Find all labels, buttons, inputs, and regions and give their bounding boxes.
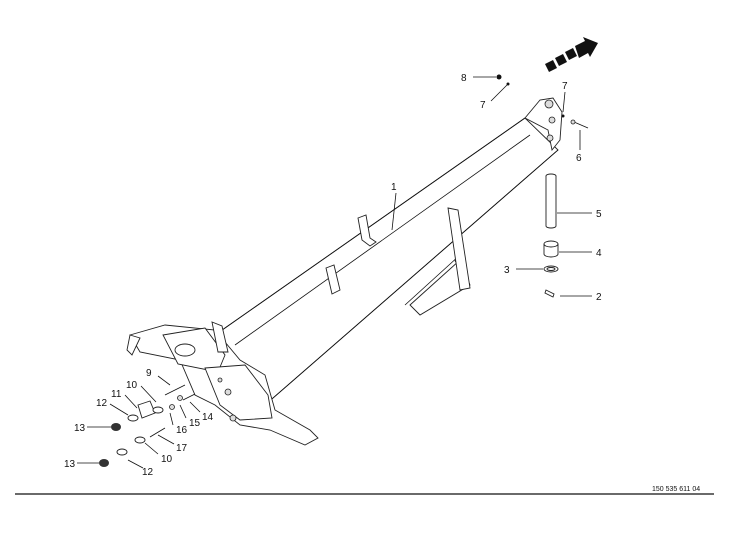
- hardware-lower-left: [99, 384, 196, 467]
- pin-part-2: [544, 289, 555, 298]
- callout-10-upper: 10: [126, 380, 138, 391]
- pin-part-5: [545, 173, 557, 229]
- callout-11: 11: [111, 389, 122, 400]
- washer-part-3: [543, 265, 559, 273]
- direction-arrow-icon: [545, 37, 598, 72]
- callout-9: 9: [146, 368, 152, 379]
- callout-2: 2: [596, 292, 602, 303]
- mounting-frame: [126, 321, 319, 446]
- beam-brackets: [325, 214, 377, 295]
- callout-13-lower: 13: [64, 459, 76, 470]
- callout-12-upper: 12: [96, 398, 108, 409]
- callout-15: 15: [189, 418, 201, 429]
- bushing-part-4: [543, 240, 559, 258]
- callout-1: 1: [391, 182, 397, 193]
- callout-12-lower: 12: [142, 467, 154, 478]
- drawing-reference: 150 535 611 04: [652, 486, 700, 493]
- callout-16: 16: [176, 425, 188, 436]
- callout-6: 6: [576, 153, 582, 164]
- hardware-part-8: [496, 74, 565, 118]
- bolt-part-6: [570, 119, 589, 129]
- callout-8: 8: [461, 73, 467, 84]
- callout-10-lower: 10: [161, 454, 173, 465]
- leader-lines: [77, 76, 592, 469]
- callout-7-upper: 7: [562, 81, 568, 92]
- boom-head: [524, 97, 563, 152]
- callout-5: 5: [596, 209, 602, 220]
- callout-13-upper: 13: [74, 423, 86, 434]
- callout-4: 4: [596, 248, 602, 259]
- boom-beam: [214, 117, 559, 406]
- callout-7-left: 7: [480, 100, 486, 111]
- callout-17: 17: [176, 443, 188, 454]
- callout-14: 14: [202, 412, 214, 423]
- callout-3: 3: [504, 265, 510, 276]
